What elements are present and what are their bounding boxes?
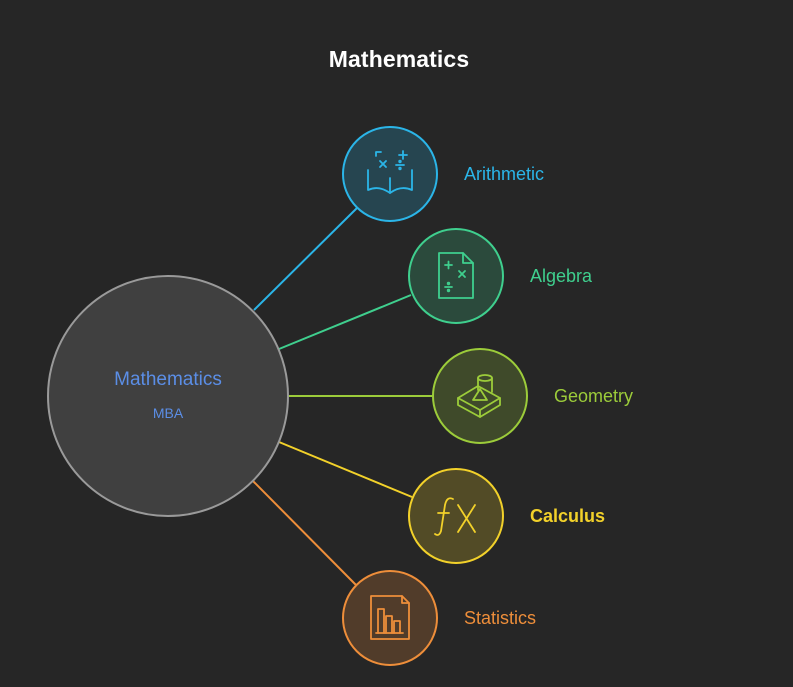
connector-statistics	[252, 480, 357, 586]
branch-node-arithmetic[interactable]	[342, 126, 438, 222]
function-fx-icon	[434, 497, 476, 536]
page-title: Mathematics	[328, 46, 470, 72]
hub-title: Mathematics	[114, 369, 222, 390]
connector-algebra	[278, 294, 412, 350]
bar-chart-document-icon	[370, 595, 410, 640]
branch-label-calculus[interactable]: Calculus	[530, 506, 606, 526]
geometric-shapes-icon	[457, 374, 501, 418]
document-operations-icon	[438, 252, 474, 299]
branch-label-arithmetic[interactable]: Arithmetic	[464, 164, 545, 184]
branch-label-statistics[interactable]: Statistics	[464, 608, 537, 628]
connector-arithmetic	[253, 207, 358, 311]
branch-node-calculus[interactable]	[408, 468, 504, 564]
branch-node-geometry[interactable]	[432, 348, 528, 444]
branch-node-algebra[interactable]	[408, 228, 504, 324]
branch-label-geometry[interactable]: Geometry	[554, 386, 634, 406]
open-book-operations-icon	[367, 150, 413, 194]
branch-label-algebra[interactable]: Algebra	[530, 266, 593, 286]
hub-circle[interactable]	[47, 275, 289, 517]
connector-calculus	[278, 441, 413, 498]
branch-node-statistics[interactable]	[342, 570, 438, 666]
hub-subtitle: MBA	[152, 405, 184, 421]
